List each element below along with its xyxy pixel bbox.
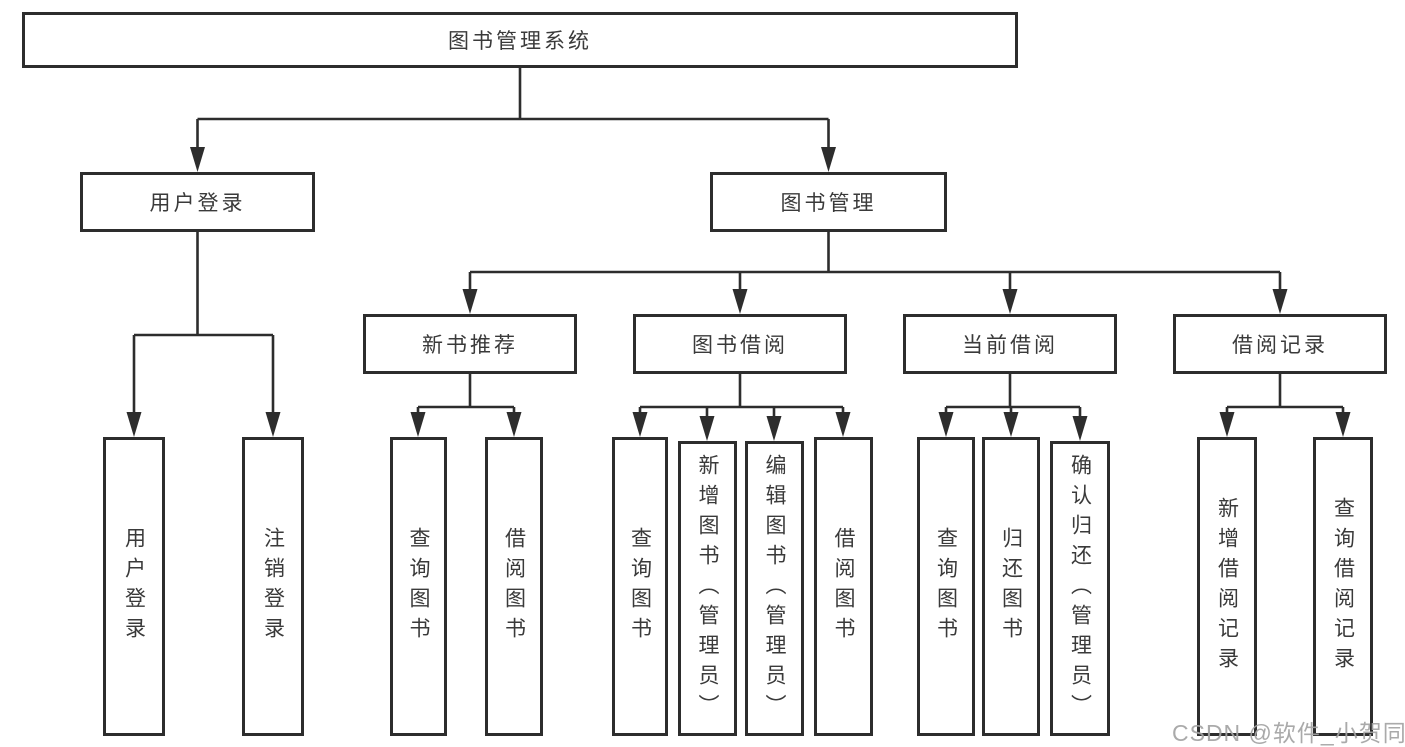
arrowhead-down-icon (821, 147, 836, 172)
node-leaf-user-login: 用户登录 (103, 437, 165, 736)
node-label: 归还图书 (999, 526, 1023, 647)
node-label: 借阅图书 (502, 526, 526, 647)
node-root: 图书管理系统 (22, 12, 1018, 68)
node-label: 编辑图书（管理员） (763, 453, 786, 724)
node-label: 借阅图书 (832, 526, 855, 647)
arrowhead-down-icon (1003, 412, 1019, 437)
arrowhead-down-icon (506, 412, 522, 437)
node-label: 新书推荐 (422, 334, 518, 357)
arrowhead-down-icon (699, 416, 715, 441)
node-leaf-query-borrow-record: 查询借阅记录 (1313, 437, 1373, 736)
node-book-borrow: 图书借阅 (633, 314, 847, 374)
arrowhead-down-icon (190, 147, 205, 172)
arrowhead-down-icon (938, 412, 954, 437)
node-label: 查询借阅记录 (1331, 496, 1355, 677)
node-label: 确认归还（管理员） (1068, 453, 1092, 724)
node-leaf-borrow-book: 借阅图书 (814, 437, 873, 736)
arrowhead-down-icon (1002, 289, 1018, 314)
arrowhead-down-icon (835, 412, 851, 437)
node-leaf-borrow-book-recommend: 借阅图书 (485, 437, 543, 736)
node-label: 注销登录 (261, 526, 285, 647)
arrowhead-down-icon (126, 412, 142, 437)
node-leaf-add-borrow-record: 新增借阅记录 (1197, 437, 1257, 736)
node-leaf-query-book-current: 查询图书 (917, 437, 975, 736)
arrowhead-down-icon (462, 289, 478, 314)
node-label: 查询图书 (628, 526, 652, 647)
node-label: 当前借阅 (962, 334, 1058, 357)
csdn-watermark: CSDN @软件_小贺同学 (1172, 720, 1405, 746)
node-leaf-edit-book-admin: 编辑图书（管理员） (745, 441, 804, 736)
node-label: 图书管理系统 (448, 30, 592, 53)
node-leaf-logout: 注销登录 (242, 437, 304, 736)
node-leaf-confirm-return-admin: 确认归还（管理员） (1050, 441, 1110, 736)
node-label: 借阅记录 (1232, 334, 1328, 357)
arrowhead-down-icon (1072, 416, 1088, 441)
node-current-borrow: 当前借阅 (903, 314, 1117, 374)
arrowhead-down-icon (1219, 412, 1235, 437)
arrowhead-down-icon (265, 412, 281, 437)
arrowhead-down-icon (732, 289, 748, 314)
node-label: 用户登录 (122, 526, 146, 647)
node-label: 图书借阅 (692, 334, 788, 357)
node-leaf-add-book-admin: 新增图书（管理员） (678, 441, 737, 736)
arrowhead-down-icon (410, 412, 426, 437)
arrowhead-down-icon (1335, 412, 1351, 437)
node-user-login: 用户登录 (80, 172, 315, 232)
node-label: 用户登录 (149, 192, 246, 215)
node-label: 查询图书 (407, 526, 430, 647)
arrowhead-down-icon (766, 416, 782, 441)
node-leaf-query-book-recommend: 查询图书 (390, 437, 447, 736)
arrowhead-down-icon (632, 412, 648, 437)
node-label: 图书管理 (780, 192, 877, 215)
node-leaf-query-book-borrow: 查询图书 (612, 437, 668, 736)
node-label: 查询图书 (934, 526, 958, 647)
node-label: 新增借阅记录 (1215, 496, 1239, 677)
node-label: 新增图书（管理员） (696, 453, 719, 724)
node-leaf-return-book: 归还图书 (982, 437, 1040, 736)
arrowhead-down-icon (1272, 289, 1288, 314)
node-borrow-records: 借阅记录 (1173, 314, 1387, 374)
node-new-book-recommend: 新书推荐 (363, 314, 577, 374)
node-book-management: 图书管理 (710, 172, 947, 232)
